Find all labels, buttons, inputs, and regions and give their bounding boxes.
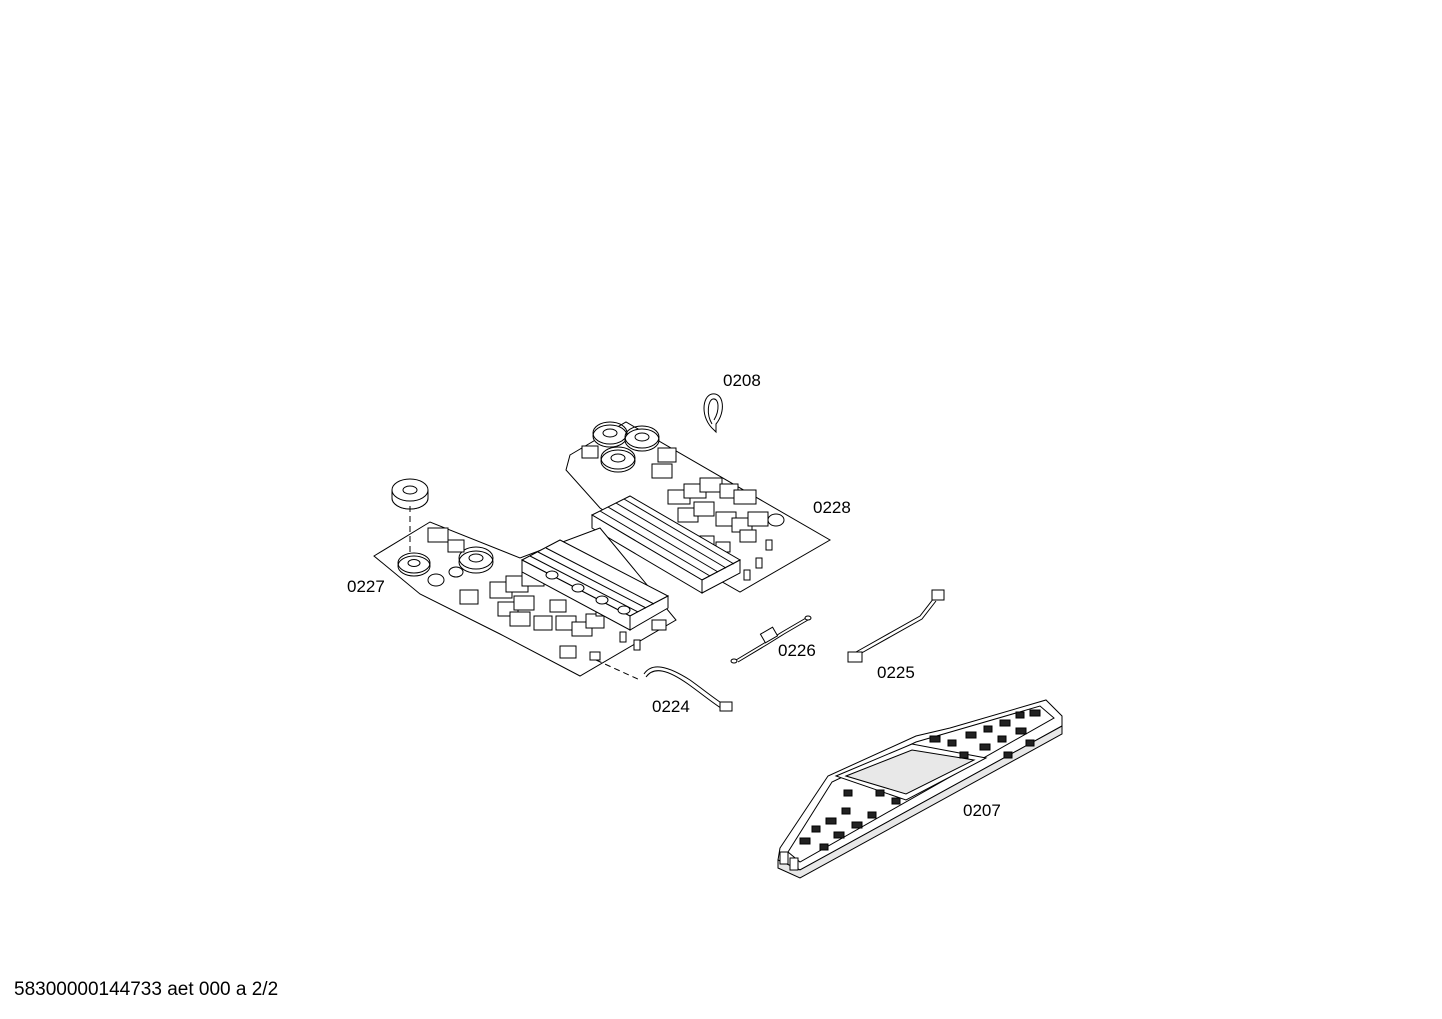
part-0227-power-board[interactable]: [373, 478, 677, 681]
document-footer-id: 58300000144733 aet 000 a 2/2: [14, 979, 279, 1000]
part-0228-power-board[interactable]: [565, 421, 831, 594]
label-0225: 0225: [877, 663, 915, 682]
part-0208-cable-tie[interactable]: [703, 393, 723, 434]
label-0228: 0228: [813, 498, 851, 517]
label-0208: 0208: [723, 371, 761, 390]
label-0207: 0207: [963, 801, 1001, 820]
toroid-coil: [397, 546, 494, 577]
toroid-coil: [592, 421, 660, 473]
heatsink: [590, 495, 742, 594]
part-0226-ferrite-cable[interactable]: [730, 615, 812, 664]
pcb-components: [799, 709, 1041, 851]
part-0224-cable[interactable]: [643, 666, 733, 712]
part-0207-control-module[interactable]: [777, 699, 1063, 879]
label-0227: 0227: [347, 577, 385, 596]
label-0224: 0224: [652, 697, 690, 716]
heatsink: [520, 539, 670, 631]
toroid-coil: [391, 478, 429, 510]
part-0225-cable[interactable]: [847, 589, 945, 663]
label-0226: 0226: [778, 641, 816, 660]
